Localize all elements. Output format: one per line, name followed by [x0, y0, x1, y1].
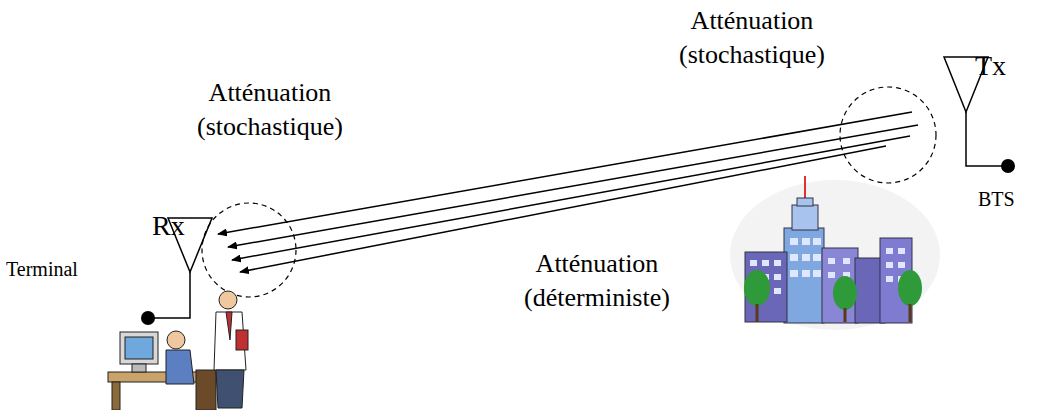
antenna-name: Tx — [975, 48, 1006, 84]
attenuation-label: Atténuation (stochastique) — [197, 76, 343, 144]
attenuation-label: Atténuation (déterministe) — [524, 247, 670, 315]
buildings — [730, 176, 940, 330]
attenuation-label: Atténuation (stochastique) — [679, 4, 825, 72]
device-name: Terminal — [6, 256, 78, 282]
tx-zone — [840, 87, 936, 183]
office-clipart — [108, 291, 248, 410]
rx-zone — [202, 203, 296, 297]
antenna-name: Rx — [152, 208, 185, 244]
station-name: BTS — [978, 186, 1015, 212]
terminal-dot — [141, 311, 155, 325]
bts-dot — [1001, 159, 1015, 173]
